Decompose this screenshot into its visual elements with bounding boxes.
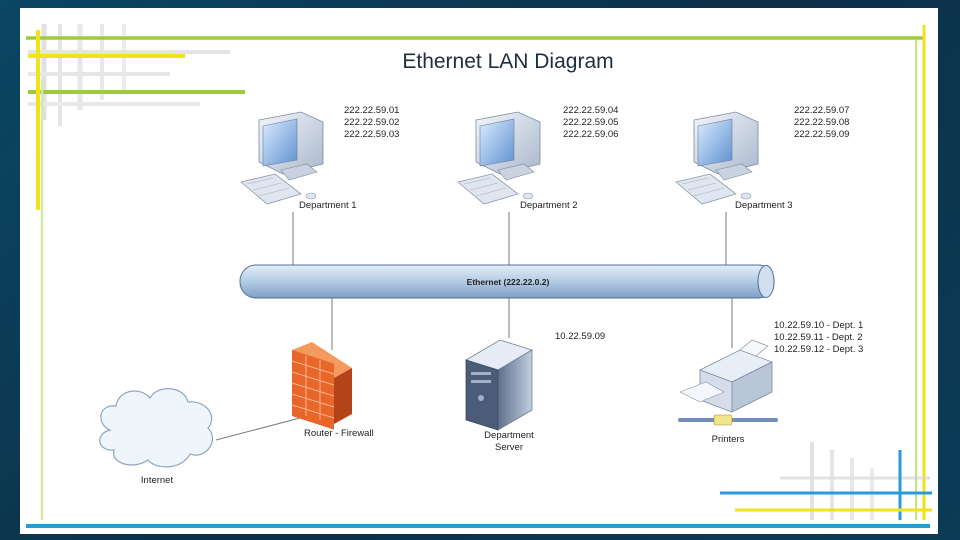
dept1-label: Department 1 (299, 200, 357, 211)
dept1-ip-3: 222.22.59.03 (344, 129, 399, 140)
dept2-label: Department 2 (520, 200, 578, 211)
page-title: Ethernet LAN Diagram (402, 50, 613, 73)
department-2: 222.22.59.04 222.22.59.05 222.22.59.06 D… (457, 105, 618, 211)
computer-icon (240, 111, 324, 205)
dept1-ip-1: 222.22.59.01 (344, 105, 399, 116)
internet: Internet (99, 388, 214, 486)
router-firewall: Router - Firewall (291, 342, 374, 439)
dept2-ip-2: 222.22.59.05 (563, 117, 618, 128)
printers: 10.22.59.10 - Dept. 1 10.22.59.11 - Dept… (678, 320, 863, 445)
department-server: 10.22.59.09 Department Server (465, 331, 605, 453)
internet-link (215, 417, 301, 441)
computer-icon (457, 111, 541, 205)
cloud-icon (99, 388, 214, 468)
dept3-ip-3: 222.22.59.09 (794, 129, 849, 140)
backbone-label: Ethernet (222.22.0.2) (467, 277, 550, 287)
ethernet-backbone: Ethernet (222.22.0.2) (239, 264, 775, 299)
printers-label: Printers (712, 434, 745, 445)
internet-label: Internet (141, 475, 174, 486)
server-ip: 10.22.59.09 (555, 331, 605, 342)
router-label: Router - Firewall (304, 428, 374, 439)
server-label-line2: Server (495, 442, 523, 453)
dept1-ip-2: 222.22.59.02 (344, 117, 399, 128)
computer-icon (675, 111, 759, 205)
department-3: 222.22.59.07 222.22.59.08 222.22.59.09 D… (675, 105, 849, 211)
printer-ip-1: 10.22.59.10 - Dept. 1 (774, 320, 863, 331)
dept3-ip-2: 222.22.59.08 (794, 117, 849, 128)
department-1: 222.22.59.01 222.22.59.02 222.22.59.03 D… (240, 105, 399, 211)
printer-ip-3: 10.22.59.12 - Dept. 3 (774, 344, 863, 355)
dept2-ip-1: 222.22.59.04 (563, 105, 618, 116)
dept2-ip-3: 222.22.59.06 (563, 129, 618, 140)
dept3-label: Department 3 (735, 200, 793, 211)
dept3-ip-1: 222.22.59.07 (794, 105, 849, 116)
printer-ip-2: 10.22.59.11 - Dept. 2 (774, 332, 863, 343)
server-label-line1: Department (484, 430, 534, 441)
